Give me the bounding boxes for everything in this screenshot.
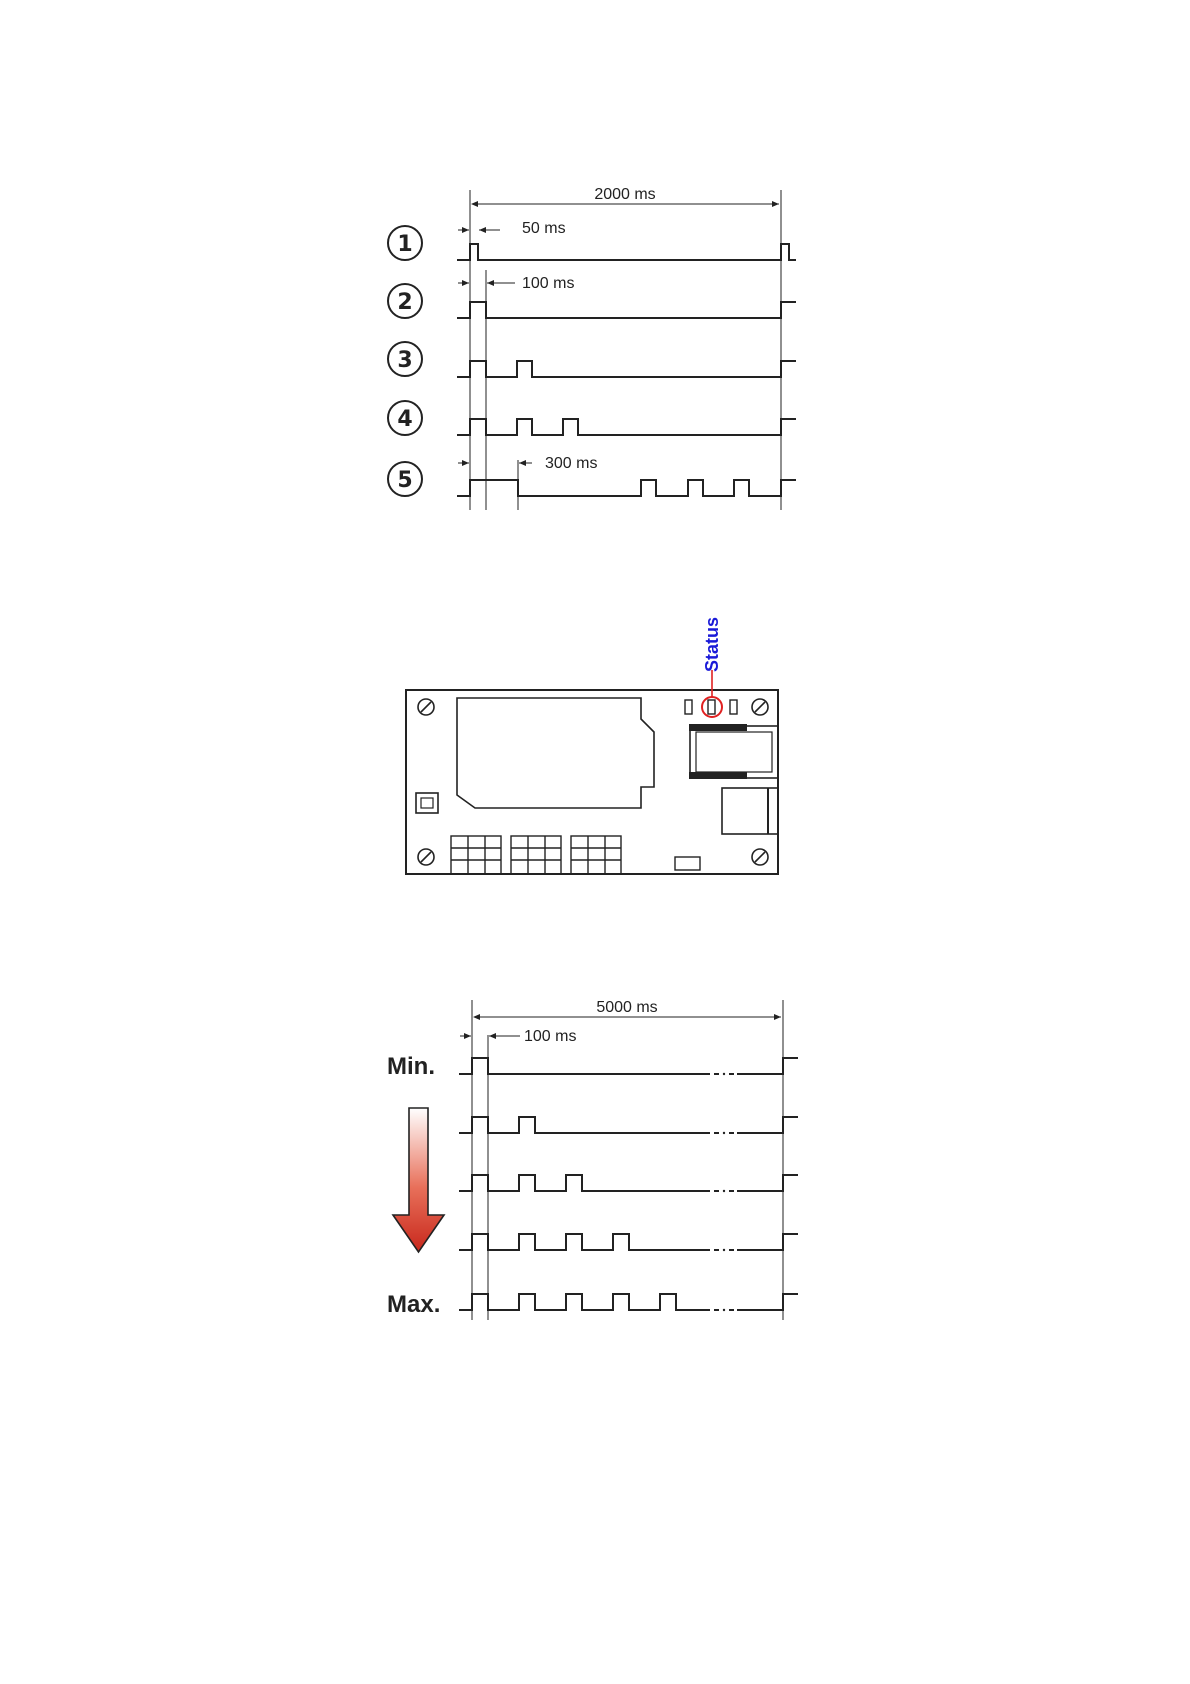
circuit-board	[406, 690, 778, 874]
waveform-level-3	[459, 1175, 710, 1191]
row-marker-1: 1	[397, 232, 412, 257]
status-label: Status	[702, 617, 722, 672]
waveform-max	[459, 1294, 710, 1310]
pulse-label-100ms: 100 ms	[522, 275, 574, 292]
total-period-label-2: 5000 ms	[596, 999, 657, 1016]
max-label: Max.	[387, 1291, 440, 1318]
row-marker-4: 4	[397, 407, 412, 432]
row-marker-5: 5	[397, 468, 412, 493]
row-marker-2: 2	[397, 290, 412, 315]
min-label: Min.	[387, 1053, 435, 1080]
waveform-min	[459, 1058, 710, 1074]
total-period-label-1: 2000 ms	[594, 186, 655, 203]
waveform-level-2	[459, 1117, 710, 1133]
break-dots	[714, 1073, 734, 1311]
waveform-5	[457, 480, 796, 496]
row-marker-3: 3	[397, 348, 412, 373]
pulse-label-50ms: 50 ms	[522, 220, 566, 237]
down-arrow-icon	[393, 1108, 444, 1252]
pulse-label-300ms: 300 ms	[545, 455, 597, 472]
waveform-1	[457, 244, 796, 260]
waveform-2	[457, 302, 796, 318]
waveform-level-4	[459, 1234, 710, 1250]
waveform-3	[457, 361, 796, 377]
waveform-4	[457, 419, 796, 435]
timing-diagram-signal-level	[459, 1000, 798, 1320]
pulse-label-100ms-2: 100 ms	[524, 1028, 576, 1045]
